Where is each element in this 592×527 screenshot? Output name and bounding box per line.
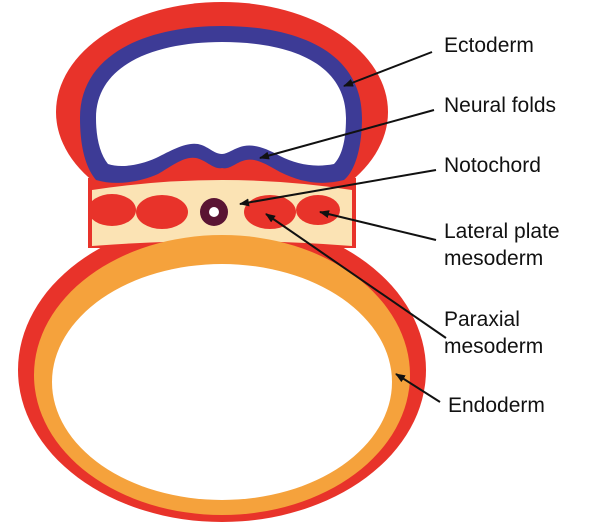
label-notochord: Notochord: [444, 154, 541, 177]
paraxial-mesoderm-right: [244, 195, 296, 229]
label-endoderm: Endoderm: [448, 394, 545, 417]
label-ectoderm: Ectoderm: [444, 34, 534, 57]
lateral-plate-mesoderm-left: [88, 194, 136, 226]
lateral-plate-mesoderm-right: [296, 195, 340, 225]
labels: Ectoderm Neural folds Notochord Lateral …: [444, 34, 560, 417]
label-neural-folds: Neural folds: [444, 94, 556, 117]
amniotic-cavity: [96, 42, 346, 166]
label-lateral-plate-line2: mesoderm: [444, 247, 543, 270]
yolk-sac-cavity: [52, 264, 392, 500]
label-paraxial-line1: Paraxial: [444, 308, 520, 331]
label-lateral-plate-line1: Lateral plate: [444, 220, 560, 243]
notochord: [200, 198, 228, 226]
paraxial-mesoderm-left: [136, 195, 188, 229]
label-paraxial-line2: mesoderm: [444, 335, 543, 358]
notochord-core: [209, 207, 219, 217]
